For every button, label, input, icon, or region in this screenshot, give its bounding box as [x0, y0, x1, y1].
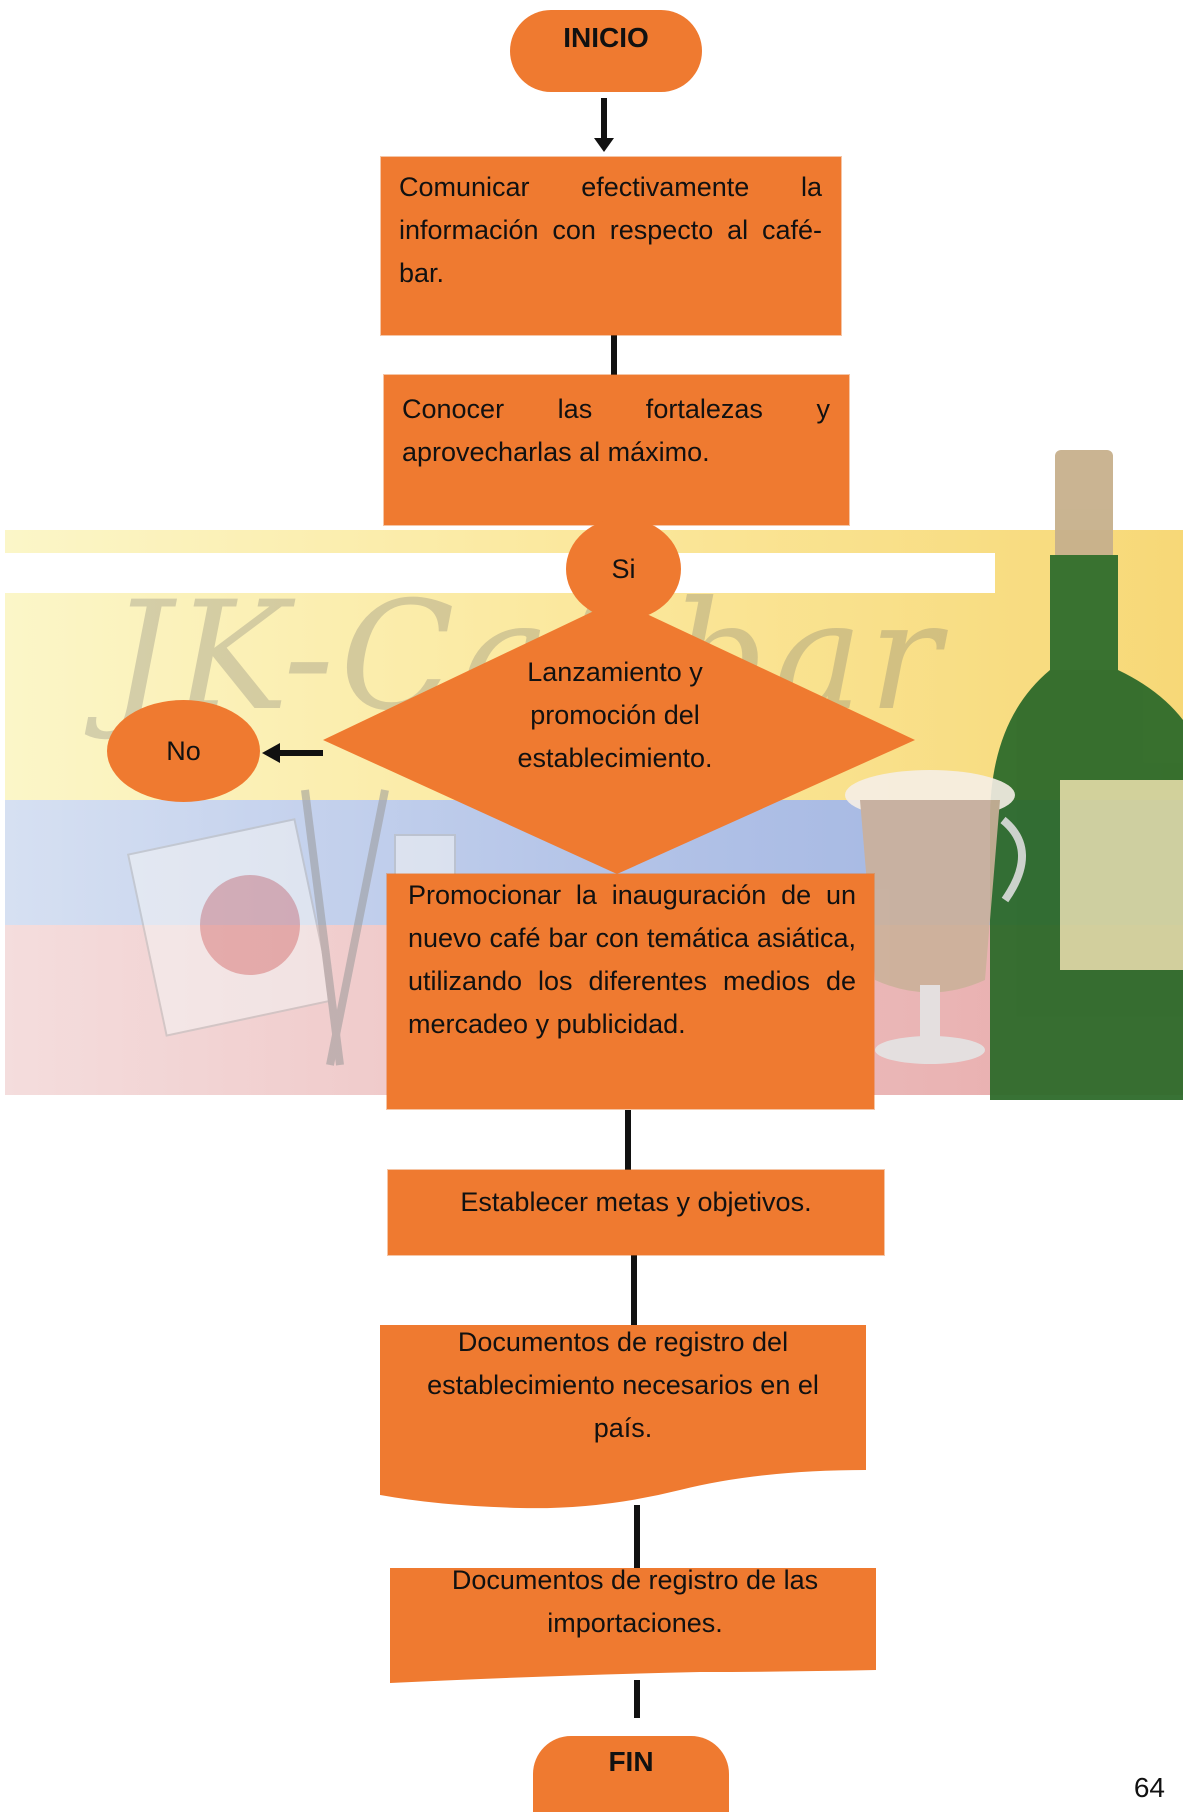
- no-label: No: [166, 735, 201, 766]
- arrow-head-left-icon: [262, 743, 280, 763]
- no-node: No: [107, 700, 260, 802]
- process-step-1: Comunicar efectivamente la información c…: [381, 157, 841, 335]
- yes-label: Si: [611, 553, 636, 584]
- page-number: 64: [1133, 1772, 1165, 1803]
- end-terminal: FIN: [533, 1736, 729, 1812]
- process-step-4-text: Establecer metas y objetivos.: [460, 1187, 812, 1217]
- watermark-white-stripe: [0, 553, 995, 593]
- document-step-6-text: Documentos de registro de las importacio…: [451, 1565, 819, 1638]
- start-label: INICIO: [563, 22, 649, 53]
- arrow-head-down-icon: [594, 138, 614, 152]
- decision-text: Lanzamiento y promoción del establecimie…: [517, 657, 713, 773]
- process-step-4: Establecer metas y objetivos.: [388, 1170, 884, 1255]
- wine-bottle-icon: [990, 450, 1183, 1100]
- start-terminal: INICIO: [510, 10, 702, 92]
- process-step-3: Promocionar la inauguración de un nuevo …: [387, 874, 874, 1109]
- yes-node: Si: [566, 518, 681, 620]
- process-step-2-text: Conocer las fortalezas y aprovecharlas a…: [402, 394, 830, 467]
- process-step-3-text: Promocionar la inauguración de un nuevo …: [408, 880, 856, 1039]
- end-label: FIN: [608, 1746, 654, 1777]
- coffee-glass-icon: [845, 770, 1026, 1064]
- process-step-2: Conocer las fortalezas y aprovecharlas a…: [384, 375, 849, 525]
- document-step-5-text: Documentos de registro del establecimien…: [427, 1327, 819, 1443]
- process-step-1-text: Comunicar efectivamente la información c…: [399, 172, 822, 288]
